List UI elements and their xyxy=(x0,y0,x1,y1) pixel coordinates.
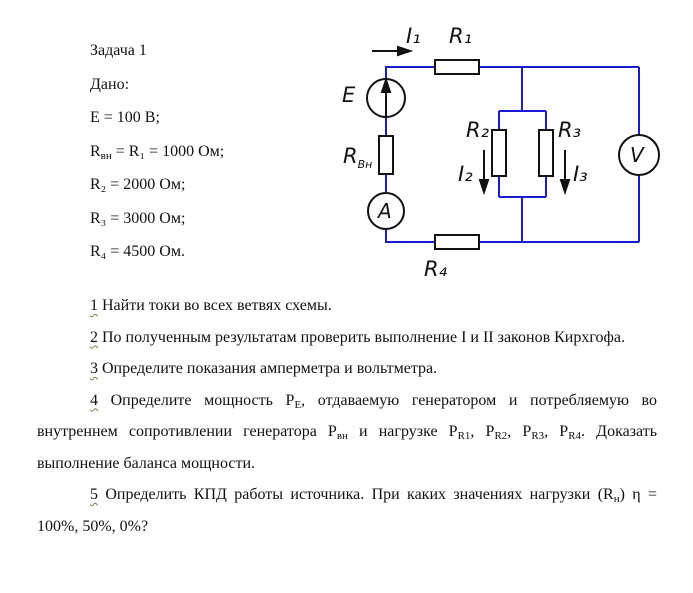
resistor-r1 xyxy=(434,59,480,75)
label-i3: I₃ xyxy=(573,162,588,186)
task-3: 3 Определите показания амперметра и воль… xyxy=(37,353,657,385)
task-text: Определите показания амперметра и вольтм… xyxy=(98,360,438,377)
task-text: ) η = 100%, 50%, 0%? xyxy=(37,486,658,535)
task-text: , P xyxy=(507,423,532,440)
task-sub: E xyxy=(294,398,302,411)
problem-title: Задача 1 xyxy=(90,42,147,59)
resistor-r4 xyxy=(434,234,480,250)
given-line-e: E = 100 В; xyxy=(90,101,224,135)
circuit-wires xyxy=(385,66,640,243)
label-e: E xyxy=(342,83,356,107)
task-number: 3 xyxy=(90,360,98,377)
voltmeter-symbol xyxy=(618,134,660,176)
given-line-r1: Rвн = R₁ = 1000 Ом; xyxy=(90,135,224,169)
task-text: , отдаваемую генератором и потребляемую … xyxy=(37,391,657,441)
given-line-text: R xyxy=(90,142,101,160)
circuit-diagram: I₁ R₁ E RВн A R₂ R₃ I₂ I₃ V R₄ xyxy=(342,24,660,281)
given-line-r3: R₃ = 3000 Ом; xyxy=(90,202,224,236)
label-rvn-main: R xyxy=(343,144,358,168)
label-r1: R₁ xyxy=(449,24,472,48)
current-i1-arrow-head xyxy=(397,45,414,57)
given-line-text: R₄ = 4500 Ом. xyxy=(90,243,185,260)
task-text: Найти токи во всех ветвях схемы. xyxy=(98,297,332,314)
given-heading: Дано: xyxy=(90,75,130,93)
label-r2: R₂ xyxy=(466,118,490,142)
task-2: 2 По полученным результатам проверить вы… xyxy=(37,322,657,354)
given-line-text: E = 100 В; xyxy=(90,109,160,126)
task-text: и нагрузке P xyxy=(347,423,458,440)
label-i2: I₂ xyxy=(458,162,473,186)
label-r4: R₄ xyxy=(424,257,448,281)
label-rvn: RВн xyxy=(343,144,372,171)
task-list: 1 Найти токи во всех ветвях схемы. 2 По … xyxy=(37,290,657,542)
given-line-text: = R₁ = 1000 Ом; xyxy=(111,142,225,160)
task-text: , P xyxy=(544,423,569,440)
current-i3-arrow-head xyxy=(559,179,571,196)
task-number: 5 xyxy=(90,486,98,503)
resistor-r2 xyxy=(491,129,507,177)
label-a: A xyxy=(376,199,392,223)
task-sub: R1 xyxy=(457,430,471,442)
circuit-components xyxy=(366,45,660,250)
task-number: 2 xyxy=(90,328,98,346)
task-text: . Доказать выполнение баланса мощности. xyxy=(37,423,658,472)
given-block: Задача 1 Дано: E = 100 В; Rвн = R₁ = 100… xyxy=(90,34,224,269)
task-sub: R4 xyxy=(568,430,582,442)
given-line-text: R₃ = 3000 Ом; xyxy=(90,209,186,227)
resistor-r3 xyxy=(538,129,554,177)
task-text: По полученным результатам проверить выпо… xyxy=(98,328,625,346)
source-arrow-head xyxy=(380,76,392,93)
task-text: , P xyxy=(470,423,495,440)
task-4: 4 Определите мощность PE, отдаваемую ген… xyxy=(37,385,657,480)
task-number: 1 xyxy=(90,297,98,314)
wire-bottom-left xyxy=(385,229,435,243)
wire-top-left xyxy=(385,66,435,79)
task-text: Определите мощность P xyxy=(98,391,295,409)
task-5: 5 Определить КПД работы источника. При к… xyxy=(37,479,657,542)
current-i2-arrow-head xyxy=(478,179,490,196)
label-i1: I₁ xyxy=(406,24,421,48)
task-1: 1 Найти токи во всех ветвях схемы. xyxy=(37,290,657,322)
task-sub: н xyxy=(613,493,620,505)
ammeter-symbol xyxy=(367,192,405,230)
resistor-rvn xyxy=(378,135,394,175)
task-sub: R2 xyxy=(494,430,508,442)
label-v: V xyxy=(630,143,645,167)
given-line-r2: R₂ = 2000 Ом; xyxy=(90,168,224,202)
task-number: 4 xyxy=(90,391,98,409)
label-r3: R₃ xyxy=(558,118,581,142)
given-line-text: R₂ = 2000 Ом; xyxy=(90,176,186,193)
task-sub: R3 xyxy=(531,430,545,442)
circuit-labels: I₁ R₁ E RВн A R₂ R₃ I₂ I₃ V R₄ xyxy=(342,24,645,281)
given-line-r4: R₄ = 4500 Ом. xyxy=(90,235,224,269)
given-line-sub: вн xyxy=(100,149,112,162)
task-text: Определить КПД работы источника. При как… xyxy=(98,486,614,503)
task-sub: вн xyxy=(336,430,348,442)
label-rvn-sub: Вн xyxy=(358,158,373,171)
